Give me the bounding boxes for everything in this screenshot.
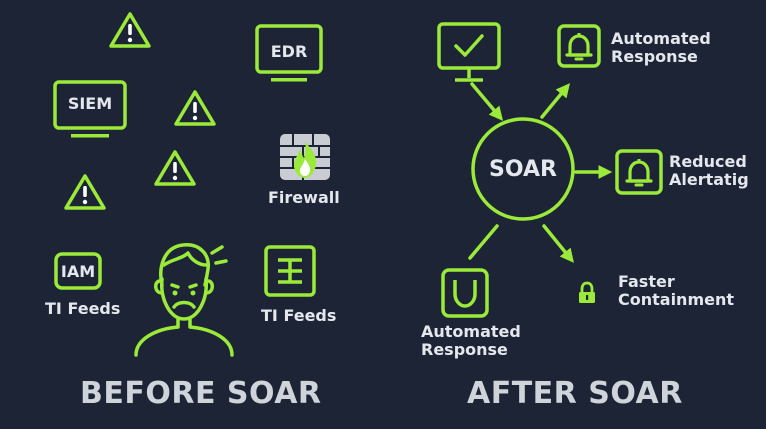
- checkmark-monitor-icon: [437, 22, 501, 82]
- faster-containment-line1: Faster: [618, 272, 675, 291]
- after-soar-title: AFTER SOAR: [467, 376, 683, 411]
- automated-response-bottom-line2: Response: [421, 340, 508, 359]
- bell-icon: [557, 24, 601, 68]
- before-soar-title: BEFORE SOAR: [80, 376, 322, 411]
- edr-monitor-icon: [255, 24, 323, 82]
- siem-monitor-icon: [53, 80, 127, 138]
- automated-response-bottom-line1: Automated: [421, 322, 521, 341]
- iam-label: IAM: [60, 262, 96, 281]
- shield-icon: [441, 268, 489, 318]
- warning-triangle-icon: [64, 174, 106, 210]
- warning-triangle-icon: [174, 90, 216, 126]
- automated-response-top-line1: Automated: [611, 29, 711, 48]
- firewall-label: Firewall: [268, 188, 340, 207]
- bell-icon: [615, 149, 663, 195]
- automated-response-bottom-label: Automated Response: [421, 323, 521, 359]
- iam-box-icon: [54, 252, 102, 290]
- automated-response-top-label: Automated Response: [611, 30, 711, 66]
- ti-feeds-right-label: TI Feeds: [261, 306, 337, 325]
- reduced-alerting-label: Reduced Alertatig: [669, 153, 749, 189]
- edr-label: EDR: [270, 42, 308, 61]
- faster-containment-line2: Containment: [618, 290, 735, 309]
- warning-triangle-icon: [109, 12, 151, 48]
- automated-response-top-line2: Response: [611, 47, 698, 66]
- stressed-person-icon: [134, 243, 234, 357]
- soar-hub-circle: [471, 117, 575, 221]
- soar-hub-label: SOAR: [489, 157, 557, 182]
- ti-feeds-icon: [264, 245, 316, 297]
- faster-containment-label: Faster Containment: [618, 273, 734, 309]
- siem-label: SIEM: [67, 94, 113, 113]
- firewall-icon: [280, 134, 330, 180]
- padlock-icon: [579, 281, 595, 303]
- reduced-alerting-line1: Reduced: [669, 152, 747, 171]
- reduced-alerting-line2: Alertatig: [669, 170, 749, 189]
- warning-triangle-icon: [154, 150, 196, 186]
- ti-feeds-left-label: TI Feeds: [45, 299, 121, 318]
